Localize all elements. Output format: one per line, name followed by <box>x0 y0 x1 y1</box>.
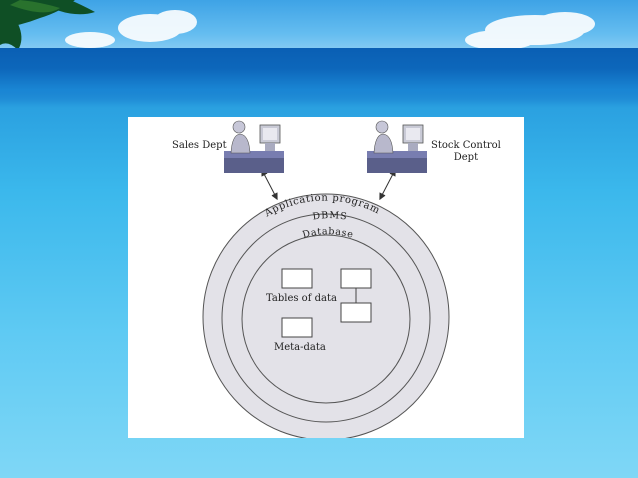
database-label: Database <box>301 226 354 241</box>
table-box-2 <box>340 268 372 289</box>
table-box-1 <box>281 268 313 289</box>
stock-control-dept-label: Stock Control Dept <box>431 140 501 163</box>
diagram-panel: Application programs DBMS Database Sales… <box>128 117 524 438</box>
water-band <box>0 48 638 108</box>
sales-dept-label: Sales Dept <box>172 140 227 151</box>
stock-workstation-icon <box>367 120 427 173</box>
stock-arrow <box>379 168 396 201</box>
tables-of-data-label: Tables of data <box>266 293 337 304</box>
dbms-label: DBMS <box>312 210 348 223</box>
database-ring <box>241 234 411 404</box>
sales-arrow <box>261 168 278 201</box>
sky-decoration <box>0 0 595 50</box>
diagram-graphic: Application programs DBMS Database <box>128 117 450 438</box>
meta-data-label: Meta-data <box>274 342 326 353</box>
sales-workstation-icon <box>224 120 284 173</box>
meta-data-box <box>281 317 313 338</box>
table-box-3 <box>340 302 372 323</box>
